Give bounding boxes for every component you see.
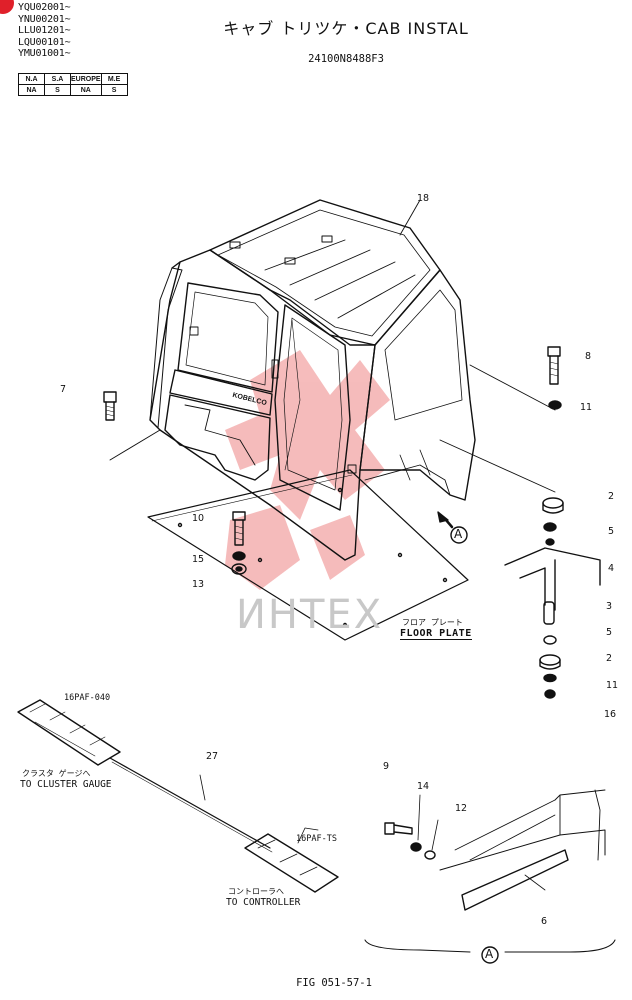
washer-15 <box>232 551 246 561</box>
part-label-16: 16 <box>604 709 617 720</box>
serial-number: LLU01201~ <box>18 25 71 36</box>
serial-number: YQU02001~ <box>18 2 71 13</box>
part-label-12: 12 <box>455 803 468 814</box>
serial-number: YMU01001~ <box>18 48 71 59</box>
controller-label-ja: コントローラへ <box>228 887 284 896</box>
detail-callout-a: A <box>485 947 494 961</box>
part-label-11: 11 <box>606 680 619 691</box>
cluster-label-ja: クラスタ ゲージへ <box>22 769 91 778</box>
part-label-5: 5 <box>608 526 615 537</box>
diagram-title: キャブ トリツケ・CAB INSTAL <box>0 15 632 39</box>
watermark-text: ИНТЕХ <box>236 592 384 638</box>
part-label-27: 27 <box>206 751 219 762</box>
region-value: NA <box>18 84 45 96</box>
region-value-row: NA S NA S <box>18 84 128 96</box>
part-label-3: 3 <box>606 601 613 612</box>
part-label-7: 7 <box>60 384 67 395</box>
part-label-11: 11 <box>580 402 593 413</box>
part-label-9: 9 <box>383 761 390 772</box>
floor-plate <box>147 469 469 641</box>
bolt-10 <box>232 511 246 546</box>
corner-badge <box>0 0 14 14</box>
part-label-2: 2 <box>606 653 613 664</box>
floor-plate-label-ja: フロア プレート <box>402 618 463 627</box>
connector-label: 16PAF-TS <box>296 834 337 844</box>
region-value: NA <box>70 84 102 96</box>
part-label-14: 14 <box>417 781 430 792</box>
figure-label: FIG 051-57-1 <box>296 977 372 989</box>
part-label-2: 2 <box>608 491 615 502</box>
part-label-4: 4 <box>608 563 615 574</box>
part-number: 24100N8488F3 <box>308 53 384 65</box>
washer-13 <box>231 563 247 575</box>
part-label-18: 18 <box>417 193 430 204</box>
view-callout-a: A <box>454 527 463 541</box>
connector-label: 16PAF-040 <box>64 693 111 703</box>
bolt-8 <box>547 346 561 385</box>
detail-a <box>364 789 616 953</box>
part-label-8: 8 <box>585 351 592 362</box>
washer-11 <box>548 400 562 410</box>
part-label-6: 6 <box>541 916 548 927</box>
cab-body <box>149 199 476 561</box>
region-header-row: N.A S.A EUROPE M.E <box>18 73 128 85</box>
leader-lines <box>109 199 556 493</box>
region-table: N.A S.A EUROPE M.E NA S NA S <box>18 73 128 96</box>
part-label-10: 10 <box>192 513 205 524</box>
region-value: S <box>44 84 71 96</box>
part-label-5: 5 <box>606 627 613 638</box>
mount-stack-lower <box>539 601 561 699</box>
cluster-label-en: TO CLUSTER GAUGE <box>20 779 112 790</box>
frame-bracket <box>504 547 601 611</box>
bolt-7 <box>103 391 117 421</box>
callout-circles <box>450 526 499 964</box>
view-arrow <box>437 511 454 529</box>
part-label-13: 13 <box>192 579 205 590</box>
serial-number: LQU00101~ <box>18 36 71 48</box>
wire-harness-27 <box>17 699 339 893</box>
region-value: S <box>100 84 128 96</box>
diagram-title-text: キャブ トリツケ・CAB INSTAL <box>223 19 469 38</box>
serial-number-list: YQU02001~ YNU00201~ LLU01201~ LQU00101~ … <box>18 2 71 60</box>
mount-stack-upper <box>542 497 564 546</box>
part-label-15: 15 <box>192 554 205 565</box>
controller-label-en: TO CONTROLLER <box>226 897 301 908</box>
floor-plate-label-en: FLOOR PLATE <box>400 628 472 640</box>
serial-number: YNU00201~ <box>18 13 71 25</box>
